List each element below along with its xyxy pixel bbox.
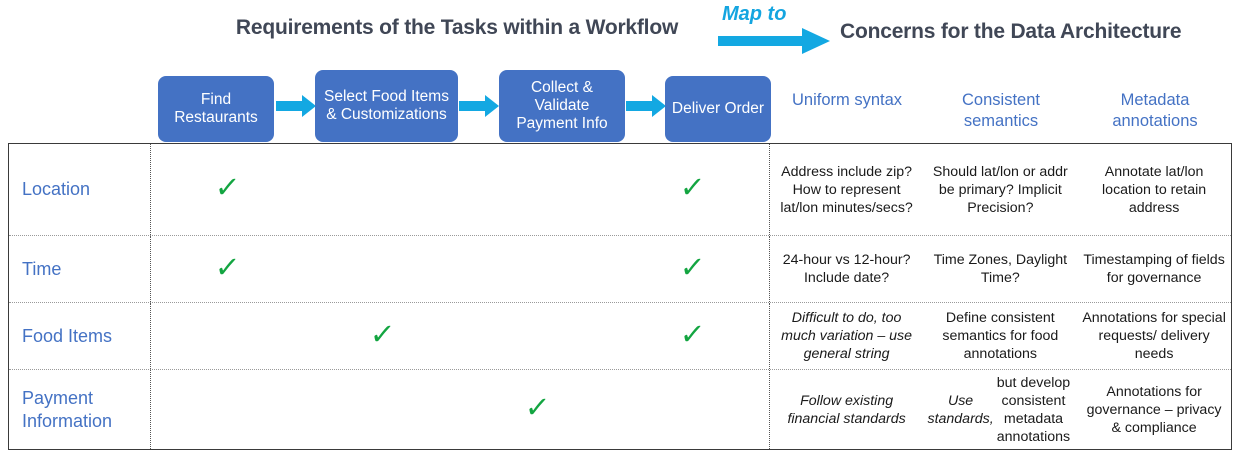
concern-location-metadata-annotations: Annotate lat/lon location to retain addr… [1102,163,1207,216]
check-cell-location-payment[interactable] [460,144,615,235]
check-icon: ✓ [523,390,552,424]
check-cell-location-select-food[interactable] [306,144,461,235]
concern-time-metadata-annotations: Timestamping of fields for governance [1083,252,1225,286]
page-title-left: Requirements of the Tasks within a Workf… [235,16,679,39]
table-row: Food Items ✓ ✓ Difficult to do, too much… [9,303,1231,370]
check-cell-payment-payment[interactable]: ✓ [460,370,615,449]
check-icon: ✓ [213,170,242,204]
concern-payment-consistent-semantics: Use standards, but develop consistent me… [927,374,1071,445]
check-icon: ✓ [213,249,242,284]
header-band: Requirements of the Tasks within a Workf… [0,0,1239,62]
workflow-flow: Find Restaurants Select Food Items & Cus… [0,70,1239,142]
process-box-deliver-order[interactable]: Deliver Order [665,76,771,142]
concern-food-consistent-semantics: Define consistent semantics for food ann… [942,310,1059,362]
check-cell-location-deliver[interactable]: ✓ [615,144,770,235]
right-arrow-icon [718,28,830,54]
map-to-label: Map to [722,3,787,25]
check-cell-payment-deliver[interactable] [615,370,770,449]
table-row: Time ✓ ✓ 24-hour vs 12-hour? Include dat… [9,236,1231,303]
table-row: Payment Information ✓ Follow existing fi… [9,370,1231,449]
row-label-food-items: Food Items [9,303,151,369]
check-cell-time-find-restaurants[interactable]: ✓ [151,236,306,302]
check-icon: ✓ [368,316,397,351]
concern-location-uniform-syntax: Address include zip? How to represent la… [780,163,913,216]
check-icon: ✓ [678,170,707,204]
column-header-consistent-semantics: Consistent semantics [962,91,1040,130]
check-cell-location-find-restaurants[interactable]: ✓ [151,144,306,235]
process-box-find-restaurants[interactable]: Find Restaurants [158,76,274,142]
concern-food-uniform-syntax: Difficult to do, too much variation – us… [781,310,913,362]
check-cell-food-deliver[interactable]: ✓ [615,303,770,369]
concern-time-consistent-semantics: Time Zones, Daylight Time? [933,252,1068,286]
check-cell-food-payment[interactable] [460,303,615,369]
italic-phrase: Use standards, [927,392,994,427]
check-cell-payment-select-food[interactable] [306,370,461,449]
concern-payment-uniform-syntax: Follow existing financial standards [787,392,906,427]
concern-payment-metadata-annotations: Annotations for governance – privacy & c… [1086,383,1222,436]
column-header-uniform-syntax: Uniform syntax [791,91,903,109]
row-label-location: Location [9,144,151,235]
row-label-payment-information: Payment Information [9,370,151,449]
page-title-right: Concerns for the Data Architecture [840,20,1182,43]
column-header-metadata-annotations: Metadata annotations [1112,91,1198,130]
concern-location-consistent-semantics: Should lat/lon or addr be primary? Impli… [932,163,1068,216]
flow-arrow-icon [459,95,499,117]
check-cell-food-find-restaurants[interactable] [151,303,306,369]
concern-column-headers: Uniform syntax Consistent semantics Meta… [770,90,1232,142]
check-cell-payment-find-restaurants[interactable] [151,370,306,449]
requirements-matrix: Location ✓ ✓ Address include zip? How to… [8,143,1232,450]
check-cell-time-select-food[interactable] [306,236,461,302]
flow-arrow-icon [276,95,316,117]
check-icon: ✓ [678,249,707,284]
check-cell-time-payment[interactable] [460,236,615,302]
flow-arrow-icon [626,95,666,117]
check-cell-time-deliver[interactable]: ✓ [615,236,770,302]
table-row: Location ✓ ✓ Address include zip? How to… [9,144,1231,236]
row-label-time: Time [9,236,151,302]
check-icon: ✓ [678,316,707,351]
process-box-select-food-items[interactable]: Select Food Items & Customizations [315,70,458,142]
concern-time-uniform-syntax: 24-hour vs 12-hour? Include date? [782,252,911,286]
process-box-collect-validate-payment[interactable]: Collect & Validate Payment Info [499,70,625,142]
check-cell-food-select-food[interactable]: ✓ [306,303,461,369]
concern-food-metadata-annotations: Annotations for special requests/ delive… [1082,310,1226,362]
